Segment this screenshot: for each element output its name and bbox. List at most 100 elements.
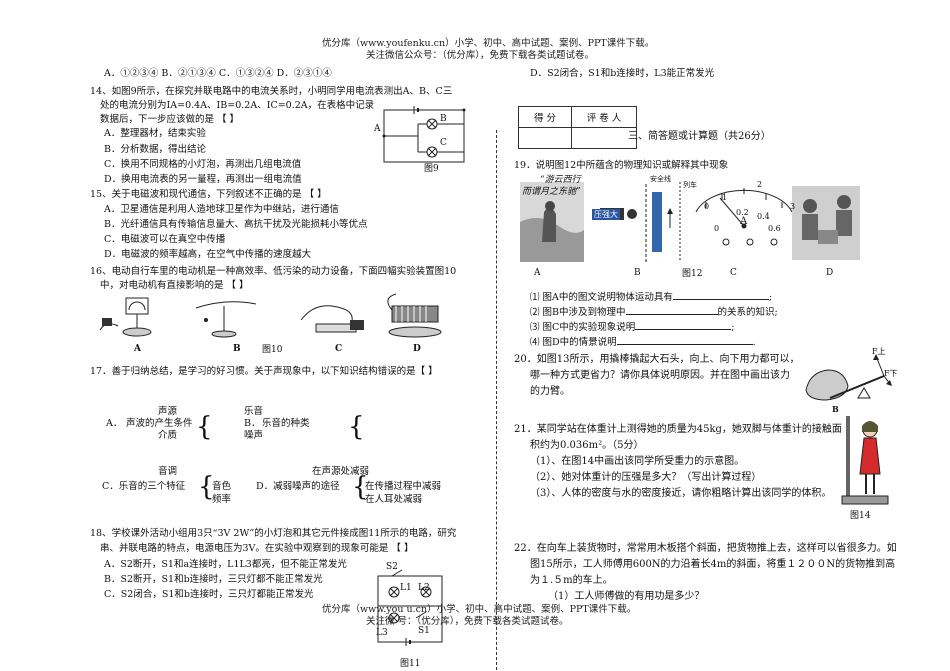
q14-line2: 处的电流分别为IA=0.4A、IB=0.2A、IC=0.2A，在表格中记录: [100, 100, 375, 111]
q17-c-top: 音调: [158, 466, 178, 477]
header-line2: 关注微信公众号：（优分库），免费下载各类试题试卷。: [366, 50, 595, 61]
fig9-label-b: B: [440, 114, 447, 124]
fig9-label-a: A: [374, 124, 381, 134]
q17-d-brace: {: [352, 472, 369, 502]
fig11-label-l3: L3: [376, 628, 388, 638]
q20-line2: 哪一种方式更省力？请你具体说明原因。并在图中画出该力: [530, 370, 790, 381]
q19-sub-4-text: ⑷ 图D中的情景说明: [530, 337, 617, 348]
fig12c-scale-1: 1: [722, 193, 728, 202]
fig9-label-c: C: [440, 138, 447, 148]
fig12-label-d: D: [826, 268, 834, 278]
q19-blank-2[interactable]: [625, 314, 718, 315]
section-title: 三、简答题或计算题（共26分）: [628, 131, 771, 142]
q17-b-brace: {: [348, 412, 365, 442]
q17-b-mid: 乐音的种类: [262, 418, 310, 429]
q15-option-b: B．光纤通信具有传输信息量大、高抗干扰及光能损耗小等优点: [104, 219, 368, 230]
q20-line3: 的力臂。: [530, 386, 570, 397]
q19-blank-1[interactable]: [672, 299, 769, 300]
q19-sub-2-text: ⑵ 图B中涉及到物理中: [530, 307, 626, 318]
q17-c-bot: 频率: [212, 494, 232, 505]
fig12c-scale-2: 2: [757, 180, 763, 189]
q21-sub-3: （3）、人体的密度与水的密度接近，请你粗略计算出该同学的体积。: [530, 488, 832, 499]
fig14-caption: 图14: [850, 511, 871, 521]
q18-option-a: A．S2断开，S1和a连接时，L1L3都亮，但不能正常发光: [104, 559, 347, 570]
score-cell[interactable]: [518, 127, 572, 149]
footer-line2: 关注微 号：（优分库），免费下载各类试题试卷。: [366, 616, 569, 627]
q17-a-label: A．: [106, 418, 123, 429]
q18-line1: 18、学校课外活动小组用3只“3V 2W”的小灯泡和其它元件接成图11所示的电路…: [90, 528, 457, 539]
footer-line1: 优分库（www.you u.cn）小学、初中、高中试题、案例、PPT课件下载。: [322, 604, 637, 615]
q19-blank-3[interactable]: [635, 329, 732, 330]
q15-stem: 15、关于电磁波和现代通信，下列叙述不正确的是 【 】: [90, 189, 327, 200]
figure-12-panels: [520, 182, 860, 262]
grader-header: 评 卷 人: [571, 106, 637, 128]
q22-line2: 图15所示，工人师傅用600N的力沿着长4m的斜面，将重１２００N的货物推到高: [530, 559, 896, 570]
header-line1: 优分库（www.youfenku.cn）小学、初中、高中试题、案例、PPT课件下…: [322, 38, 655, 49]
q19-stem: 19．说明图12中所蕴含的物理知识或解释其中现象: [514, 160, 729, 171]
q17-a-top: 声源: [158, 406, 178, 417]
q19-sub-1-text: ⑴ 图A中的图文说明物体运动具有: [530, 292, 673, 303]
fig11-label-l1: L1: [400, 583, 412, 593]
q14-option-a: A．整理器材，结束实验: [104, 128, 206, 139]
q18-option-d: D．S2闭合，S1和b连接时，L3能正常发光: [530, 68, 715, 79]
q17-c-label: C．乐音的三个特征: [102, 481, 186, 492]
q14-line1: 14、如图9所示，在探究并联电路中的电流关系时，小明同学用电流表测出A、B、C三: [90, 86, 453, 97]
fig12a-poem-line2: 而谓月之东驰”: [522, 187, 581, 197]
q16-line1: 16、电动自行车里的电动机是一种高效率、低污染的动力设备，下面四幅实验装置图10: [90, 266, 457, 277]
q17-d-mid: 在传播过程中减弱: [365, 481, 442, 492]
q22-sub-1: （1）工人师傅做的有用功是多少？: [548, 591, 705, 602]
q13-options: A．①②③④ B．②①③④ C．①③②④ D．②③①④: [104, 68, 332, 79]
figure-11-circuit: [377, 569, 443, 646]
fig12-label-c: C: [730, 268, 737, 278]
fig12c-scale-02: 0.2: [736, 208, 749, 217]
fig11-label-s1: S1: [418, 626, 430, 636]
column-divider: [496, 130, 497, 670]
q17-a-brace: {: [196, 412, 213, 442]
fig12-label-b: B: [634, 268, 641, 278]
q15-option-c: C．电磁波可以在真空中传播: [104, 234, 226, 245]
fig10-label-b: B: [233, 344, 241, 354]
fig12c-scale-0: 0: [704, 202, 710, 211]
fig10-caption: 图10: [262, 345, 283, 355]
q17-d-label: D．减弱噪声的途径: [256, 481, 340, 492]
q16-line2: 中，对电动机有直接影响的是 【 】: [100, 280, 249, 291]
q15-option-d: D．电磁波的频率越高，在空气中传播的速度越大: [104, 249, 312, 260]
score-table: 得 分 评 卷 人: [518, 106, 637, 149]
q17-b-bot: 噪声: [244, 430, 264, 441]
q14-option-c: C．换用不同规格的小灯泡，再测出几组电流值: [104, 159, 302, 170]
q20-line1: 20．如图13所示，用撬棒撬起大石头，向上、向下用力都可以，: [514, 354, 800, 365]
fig12c-scale-06: 0.6: [768, 224, 781, 233]
q18-option-b: B．S2断开，S1和b连接时，三只灯都不能正常发光: [104, 574, 323, 585]
q18-line2: 串、并联电路的特点，电源电压为3V。在实验中观察到的现象可能是 【 】: [100, 543, 414, 554]
fig11-label-l2: L2: [418, 583, 430, 593]
figure-14-girl-on-scale: [841, 416, 889, 505]
figure-10-apparatus: [99, 293, 442, 338]
fig12c-scale-3: 3: [790, 202, 796, 211]
q21-sub-2: （2）、她对体重计的压强是多大？（写出计算过程）: [530, 472, 762, 483]
fig12b-safety-label: 安全线: [650, 175, 671, 183]
q19-sub-1-tail: ;: [768, 292, 773, 303]
fig12b-pressure-label: 压强大: [592, 209, 620, 220]
grader-cell[interactable]: [571, 127, 637, 149]
figure-9-circuit: [382, 106, 466, 163]
fig10-label-d: D: [413, 344, 421, 354]
q17-d-bot: 在人耳处减弱: [365, 494, 423, 505]
q19-blank-4[interactable]: [616, 344, 753, 345]
q17-a-bot: 介质: [158, 430, 178, 441]
q17-c-brace: {: [198, 472, 215, 502]
q19-sub-1: ⑴ 图A中的图文说明物体运动具有;: [530, 292, 772, 304]
fig10-label-a: A: [134, 344, 141, 354]
q22-line3: 为１.５m的车上。: [530, 575, 613, 586]
q17-b-label: B．: [244, 418, 261, 429]
q19-sub-4: ⑷ 图D中的情景说明.: [530, 337, 756, 349]
q14-line3: 数据后，下一步应该做的是 【 】: [100, 114, 240, 125]
q14-option-b: B．分析数据，得出结论: [104, 144, 206, 155]
fig13-label-fdown: F下: [884, 369, 898, 378]
q18-option-c: C．S2闭合，S1和b连接时，三只灯都能正常发光: [104, 589, 314, 600]
q22-line1: 22．在向车上装货物时，常常用木板搭个斜面，把货物推上去，这样可以省很多力。如: [514, 543, 897, 554]
q17-a-left: 声波的产生条件: [126, 418, 193, 429]
fig11-caption: 图11: [400, 659, 421, 669]
q21-sub-1: （1）、在图14中画出该同学所受重力的示意图。: [530, 456, 745, 467]
fig12c-scale-04: 0.4: [757, 212, 770, 221]
q17-d-top: 在声源处减弱: [312, 466, 370, 477]
